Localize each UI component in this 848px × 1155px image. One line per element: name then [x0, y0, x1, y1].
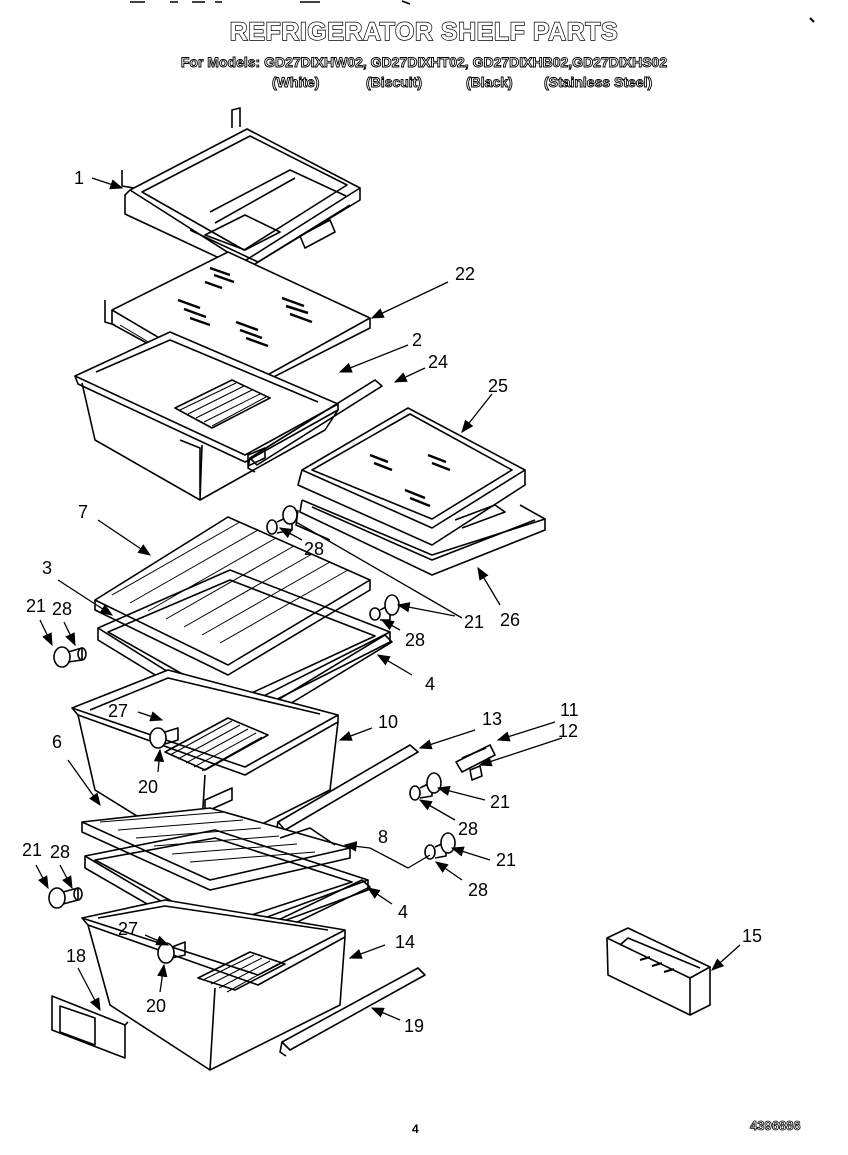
part-1-crisper-cover-frame: [121, 107, 361, 271]
callout-labels: 1 22 2 24 25 7 28 3 21 28 21 26 28 4 27 …: [22, 168, 762, 1036]
leader-lines: [35, 177, 741, 1021]
models-line: For Models: GD27DIXHW02, GD27DIXHT02, GD…: [180, 54, 668, 71]
callout-21-right-low: 21: [496, 850, 516, 870]
callout-12: 12: [558, 721, 578, 741]
callout-2: 2: [412, 330, 422, 350]
part-12-clip: [469, 765, 483, 781]
model-color-black: (Black): [466, 74, 514, 91]
part-27-knob-upper: [149, 727, 179, 749]
callout-6: 6: [52, 732, 62, 752]
model-color-stainless: (Stainless Steel): [544, 74, 653, 91]
callout-27-upper: 27: [108, 701, 128, 721]
callout-21-left-upper: 21: [26, 596, 46, 616]
callout-27-lower: 27: [118, 919, 138, 939]
callout-21-right-upper: 21: [464, 612, 484, 632]
callout-25: 25: [488, 376, 508, 396]
callout-24: 24: [428, 352, 448, 372]
part-14-lower-crisper-drawer: [81, 899, 346, 1071]
callout-19: 19: [404, 1016, 424, 1036]
callout-28-right-upper: 28: [405, 630, 425, 650]
part-13-trim: [275, 744, 419, 837]
callout-21-right-mid: 21: [490, 792, 510, 812]
callout-28-right-mid: 28: [458, 819, 478, 839]
callout-4-upper: 4: [425, 674, 435, 694]
model-color-white: (White): [272, 74, 320, 91]
part-18-label-plate: [51, 995, 129, 1059]
callout-3: 3: [42, 558, 52, 578]
callout-15: 15: [742, 926, 762, 946]
callout-13: 13: [482, 709, 502, 729]
top-edge-marks: [130, 0, 815, 23]
part-15-storage-bin: [606, 927, 711, 1016]
part-11-bracket: [455, 744, 496, 773]
part-10-middle-crisper-drawer: [71, 669, 339, 856]
callout-28-upper: 28: [304, 539, 324, 559]
page-number: 4: [412, 1122, 419, 1136]
callout-20-lower: 20: [146, 996, 166, 1016]
callout-21-left-lower: 21: [22, 840, 42, 860]
callout-26: 26: [500, 610, 520, 630]
page-title: REFRIGERATOR SHELF PARTS: [229, 17, 619, 46]
callout-14: 14: [395, 932, 415, 952]
callout-28-left-upper: 28: [52, 599, 72, 619]
part-24-drawer-trim: [247, 379, 383, 473]
callout-22: 22: [455, 264, 475, 284]
callout-20-upper: 20: [138, 777, 158, 797]
part-21-screw-left-upper: [53, 646, 87, 668]
callout-28-left-lower: 28: [50, 842, 70, 862]
callout-8: 8: [378, 827, 388, 847]
part-7-shelf-insert: [94, 516, 371, 676]
part-21-screw-right-mid: [409, 772, 442, 801]
callout-7: 7: [78, 502, 88, 522]
callout-10: 10: [378, 712, 398, 732]
document-number: 4396886: [750, 1118, 801, 1134]
part-25-glass-shelf-right: [297, 407, 526, 546]
model-color-biscuit: (Biscuit): [366, 74, 423, 91]
part-21-screw-right-upper: [369, 594, 400, 621]
part-21-screw-left-lower: [48, 887, 83, 909]
callout-4-lower: 4: [398, 902, 408, 922]
callout-1: 1: [74, 168, 84, 188]
callout-11: 11: [560, 700, 579, 720]
callout-18: 18: [66, 946, 86, 966]
callout-28-right-low: 28: [468, 880, 488, 900]
part-19-trim-bottom: [279, 967, 426, 1057]
